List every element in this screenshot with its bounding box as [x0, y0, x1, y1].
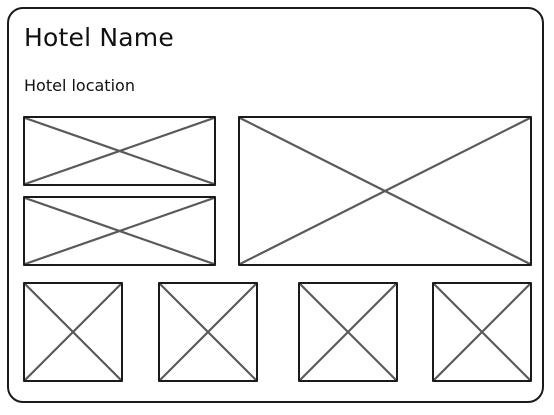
image-placeholder-thumbnail-3[interactable] [298, 282, 398, 382]
image-placeholder-thumbnail-1[interactable] [23, 282, 123, 382]
image-placeholder-icon [240, 118, 530, 264]
image-placeholder-icon [300, 284, 396, 380]
image-placeholder-thumbnail-4[interactable] [432, 282, 532, 382]
image-placeholder-small-bottom[interactable] [23, 196, 216, 266]
image-placeholder-icon [25, 198, 214, 264]
image-placeholder-icon [25, 284, 121, 380]
image-placeholder-thumbnail-2[interactable] [158, 282, 258, 382]
image-placeholder-main[interactable] [238, 116, 532, 266]
hotel-location-text: Hotel location [24, 76, 135, 95]
image-placeholder-icon [434, 284, 530, 380]
image-placeholder-icon [25, 118, 214, 184]
hotel-name-title: Hotel Name [24, 23, 174, 52]
image-placeholder-icon [160, 284, 256, 380]
image-placeholder-small-top[interactable] [23, 116, 216, 186]
